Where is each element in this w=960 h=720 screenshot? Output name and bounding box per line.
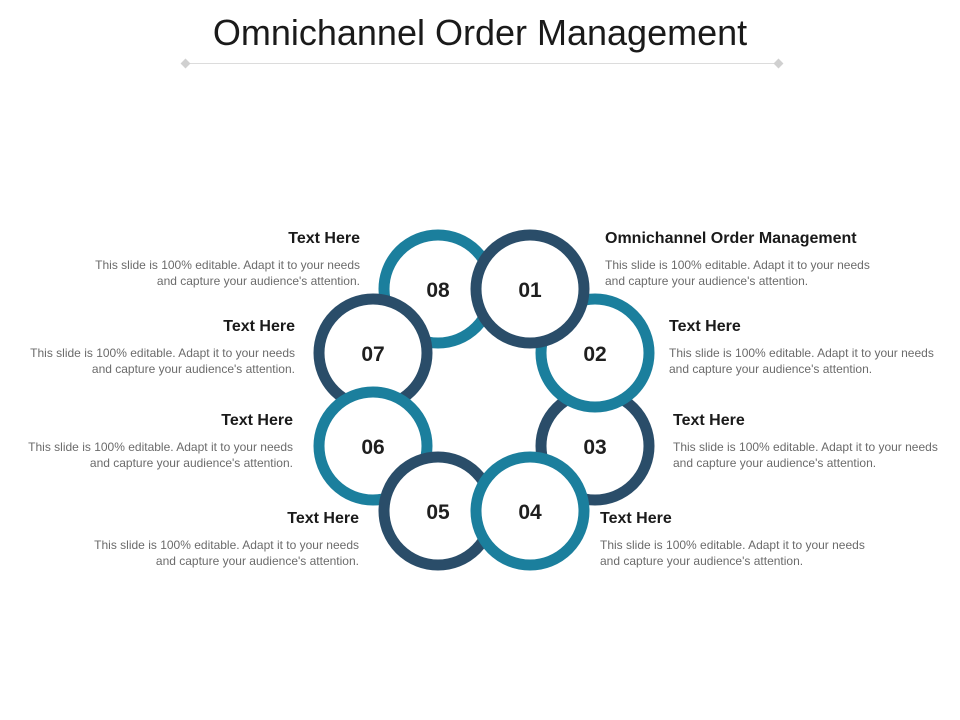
step-02-block: Text Here This slide is 100% editable. A… xyxy=(669,318,960,377)
step-08-block: Text Here This slide is 100% editable. A… xyxy=(20,230,360,289)
step-06-text: This slide is 100% editable. Adapt it to… xyxy=(28,440,293,470)
step-07-heading: Text Here xyxy=(223,318,295,335)
step-06-block: Text Here This slide is 100% editable. A… xyxy=(0,412,293,471)
step-03-text: This slide is 100% editable. Adapt it to… xyxy=(673,440,938,470)
step-08-heading: Text Here xyxy=(288,230,360,247)
ring-04: 04 xyxy=(470,451,590,571)
step-02-heading: Text Here xyxy=(669,318,741,335)
step-04-block: Text Here This slide is 100% editable. A… xyxy=(600,510,940,569)
step-03-block: Text Here This slide is 100% editable. A… xyxy=(673,412,960,471)
ring-02-number: 02 xyxy=(583,343,606,366)
step-01-text: This slide is 100% editable. Adapt it to… xyxy=(605,258,870,288)
title-divider xyxy=(185,63,779,64)
step-07-block: Text Here This slide is 100% editable. A… xyxy=(0,318,295,377)
step-07-text: This slide is 100% editable. Adapt it to… xyxy=(30,346,295,376)
step-01-heading: Omnichannel Order Management xyxy=(605,230,857,247)
step-05-text: This slide is 100% editable. Adapt it to… xyxy=(94,538,359,568)
step-02-text: This slide is 100% editable. Adapt it to… xyxy=(669,346,934,376)
ring-01-number: 01 xyxy=(518,279,542,302)
ring-04-number: 04 xyxy=(518,501,542,524)
ring-07: 07 xyxy=(313,293,433,413)
ring-08-number: 08 xyxy=(426,279,450,302)
step-05-block: Text Here This slide is 100% editable. A… xyxy=(19,510,359,569)
step-04-heading: Text Here xyxy=(600,510,672,527)
step-03-heading: Text Here xyxy=(673,412,745,429)
ring-05: 05 xyxy=(378,451,498,571)
step-05-heading: Text Here xyxy=(287,510,359,527)
step-06-heading: Text Here xyxy=(221,412,293,429)
step-08-text: This slide is 100% editable. Adapt it to… xyxy=(95,258,360,288)
ring-05-number: 05 xyxy=(426,501,450,524)
ring-03-number: 03 xyxy=(583,436,606,459)
ring-01: 01 xyxy=(470,229,590,349)
ring-07-number: 07 xyxy=(361,343,384,366)
page-title: Omnichannel Order Management xyxy=(212,12,748,53)
step-04-text: This slide is 100% editable. Adapt it to… xyxy=(600,538,865,568)
step-01-block: Omnichannel Order Management This slide … xyxy=(605,230,945,289)
ring-06-number: 06 xyxy=(361,436,384,459)
